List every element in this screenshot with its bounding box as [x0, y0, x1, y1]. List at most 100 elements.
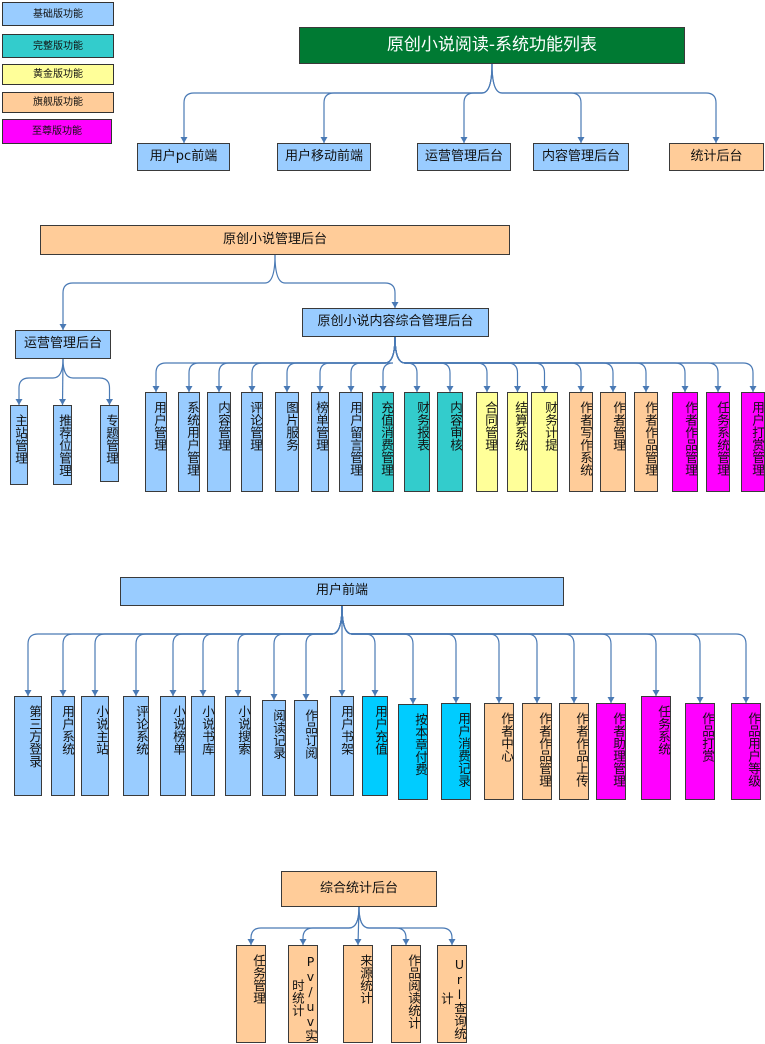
frontend-item: 小说书库 [191, 696, 215, 796]
connector-arrow [742, 697, 750, 703]
connector-line [341, 605, 575, 703]
top-item-stats: 统计后台 [669, 143, 764, 171]
frontend-item: 评论系统 [123, 696, 149, 796]
admin-ops-item: 主站管理 [10, 405, 28, 485]
admin-content-item: 作者作品管理 [634, 392, 658, 492]
frontend-item: 用户书架 [330, 696, 354, 796]
connector-line [62, 358, 111, 405]
system-title: 原创小说阅读-系统功能列表 [299, 27, 685, 64]
connector-arrow [302, 694, 310, 700]
connector-arrow [320, 137, 328, 143]
top-item-mobile: 用户移动前端 [277, 143, 371, 171]
admin-content-item: 榜单管理 [311, 392, 329, 492]
connector-arrow [59, 324, 67, 330]
connector-arrow [642, 386, 650, 392]
frontend-item: 小说榜单 [160, 696, 186, 796]
connector-arrow [448, 939, 456, 945]
connector-arrow [652, 690, 660, 696]
frontend-item: 小说搜索 [225, 696, 251, 796]
admin-content-item: 系统用户管理 [178, 392, 200, 492]
connector-arrow [714, 386, 722, 392]
admin-content-item: 结算系统 [507, 392, 528, 492]
connector-line [274, 254, 396, 308]
frontend-item: 作品打赏 [685, 703, 715, 800]
connector-arrow [452, 697, 460, 703]
frontend-item: 任务系统 [641, 696, 671, 800]
frontend-title: 用户前端 [120, 577, 564, 606]
frontend-item: 作者作品管理 [522, 703, 552, 800]
connector-line [382, 336, 396, 392]
connector-arrow [316, 386, 324, 392]
connector-arrow [609, 386, 617, 392]
frontend-item: 作者中心 [484, 703, 514, 800]
connector-line [18, 358, 64, 405]
connector-arrow [495, 697, 503, 703]
connector-line [491, 63, 717, 143]
connector-arrow [577, 137, 585, 143]
top-item-content: 内容管理后台 [533, 143, 629, 171]
connector-arrow [59, 399, 66, 405]
connector-arrow [413, 386, 421, 392]
admin-content-item: 图片服务 [275, 392, 299, 492]
legend-complete: 完整版功能 [2, 34, 114, 58]
connector-arrow [234, 690, 242, 696]
frontend-item: 作品用户等级 [731, 703, 761, 800]
frontend-item: 阅读记录 [262, 700, 286, 796]
connector-arrow [483, 386, 491, 392]
admin-content-item: 用户管理 [145, 392, 167, 492]
connector-arrow [409, 698, 417, 704]
connector-line [394, 336, 451, 392]
connector-line [273, 605, 343, 700]
connector-line [305, 605, 343, 700]
connector-arrow [354, 939, 362, 945]
connector-line [491, 63, 582, 143]
admin-content-item: 作者写作系统 [569, 392, 593, 492]
stats-item: 任务管理 [236, 945, 266, 1043]
connector-arrow [338, 690, 346, 696]
frontend-item: 第三方登录 [14, 696, 42, 796]
connector-line [341, 605, 376, 696]
stats-item: 作品阅读统计 [391, 945, 421, 1043]
stats-item: Url查询统计 [437, 945, 467, 1043]
connector-line [323, 63, 493, 143]
connector-arrow [514, 386, 521, 392]
connector-line [62, 254, 276, 330]
connector-arrow [533, 697, 541, 703]
connector-line [286, 336, 396, 392]
admin-content-item: 财务计提 [531, 392, 558, 492]
connector-arrow [371, 690, 379, 696]
connector-line [341, 605, 612, 703]
connector-line [350, 336, 396, 392]
connector-arrow [446, 386, 454, 392]
admin-content-item: 充值消费管理 [372, 392, 394, 492]
admin-content-item: 作者作品管理 [672, 392, 698, 492]
connector-line [394, 336, 582, 392]
connector-arrow [681, 386, 689, 392]
connector-arrow [577, 386, 585, 392]
connector-arrow [215, 386, 223, 392]
admin-content-item: 作者管理 [600, 392, 626, 492]
connector-line [202, 605, 343, 696]
stats-item: 来源统计 [343, 945, 373, 1043]
admin-content-item: 内容管理 [207, 392, 231, 492]
connector-arrow [185, 386, 193, 392]
connector-arrow [106, 399, 113, 405]
frontend-item: 作者作品上传 [559, 703, 589, 800]
connector-arrow [91, 690, 99, 696]
admin-content-title: 原创小说内容综合管理后台 [302, 308, 489, 337]
connector-line [394, 336, 719, 392]
admin-title: 原创小说管理后台 [40, 225, 510, 255]
admin-content-item: 合同管理 [476, 392, 498, 492]
legend-gold: 黄金版功能 [2, 64, 114, 85]
connector-line [237, 605, 343, 696]
connector-line [394, 336, 488, 392]
connector-line [341, 605, 538, 703]
connector-arrow [132, 690, 140, 696]
connector-line [135, 605, 343, 696]
connector-line [358, 906, 453, 945]
connector-arrow [712, 137, 720, 143]
admin-ops-item: 推荐位管理 [53, 405, 72, 485]
connector-line [341, 605, 500, 703]
admin-ops-item: 专题管理 [100, 405, 119, 482]
connector-arrow [347, 386, 355, 392]
